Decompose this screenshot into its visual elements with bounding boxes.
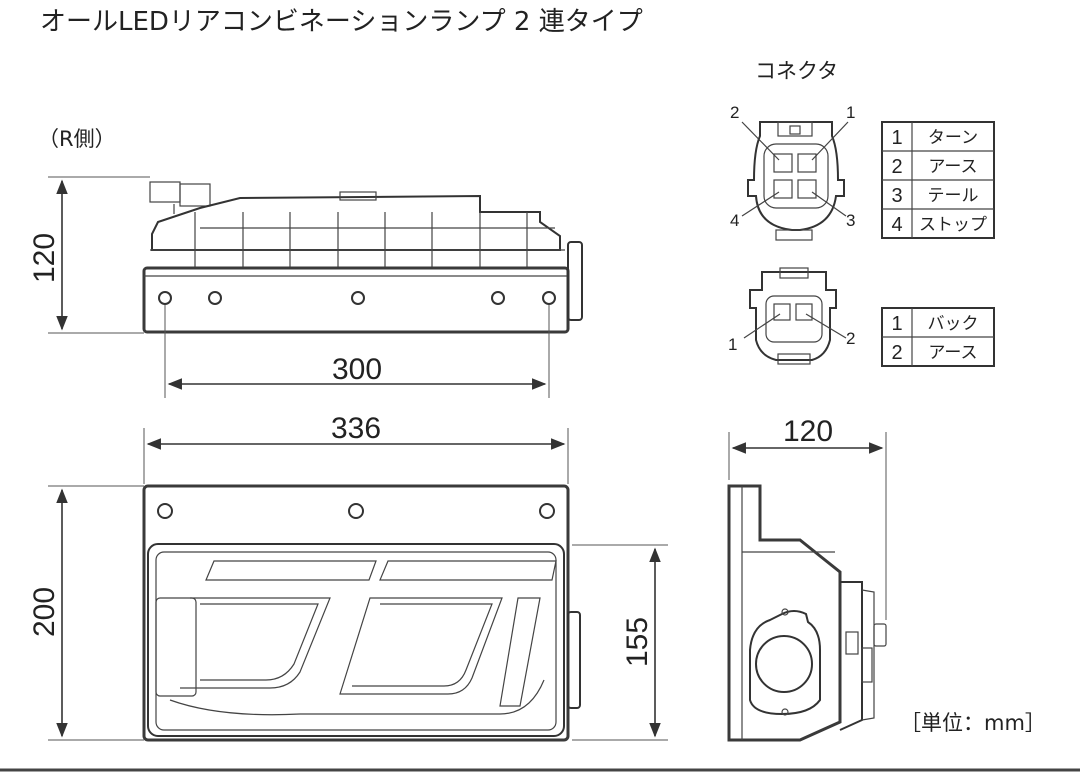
connector-2pin-table: 1 バック 2 アース [881, 307, 995, 367]
table-cell-name: アース [928, 343, 977, 363]
dim-side-depth: 120 [783, 415, 833, 448]
table-cell-no: 2 [891, 156, 902, 178]
pin-mark: 2 [730, 103, 739, 122]
pin-mark: 2 [846, 329, 855, 348]
page-title: オールLEDリアコンビネーションランプ 2 連タイプ [40, 7, 643, 37]
unit-label: ［単位：mm］ [900, 711, 1046, 735]
dim-front-height: 200 [28, 587, 61, 637]
side-view [727, 484, 887, 742]
pin-mark: 1 [846, 103, 855, 122]
table-cell-name: バック [928, 314, 979, 334]
pin-mark: 3 [846, 211, 855, 230]
dim-top-height: 120 [28, 233, 61, 283]
dim-lens-height: 155 [621, 617, 654, 667]
table-cell-name: ストップ [919, 215, 987, 235]
table-cell-no: 1 [891, 127, 902, 149]
table-cell-no: 3 [891, 185, 902, 207]
side-label: （R側） [38, 127, 116, 151]
table-cell-no: 2 [891, 342, 902, 364]
table-cell-name: アース [928, 157, 977, 177]
connector-heading: コネクタ [755, 59, 838, 83]
pin-mark: 1 [728, 335, 737, 354]
dim-top-hole-span: 300 [332, 353, 382, 386]
table-cell-no: 4 [891, 214, 902, 236]
connector-4pin-drawing [741, 121, 849, 241]
connector-4pin-table: 1 ターン 2 アース 3 テール 4 ストップ [881, 121, 995, 239]
front-view [142, 484, 581, 742]
table-cell-name: ターン [928, 128, 978, 148]
table-cell-name: テール [928, 186, 979, 206]
dim-total-width: 336 [331, 412, 381, 445]
pin-mark: 4 [730, 211, 739, 230]
connector-2pin-drawing [743, 267, 847, 365]
table-cell-no: 1 [891, 313, 902, 335]
top-view [142, 181, 583, 334]
